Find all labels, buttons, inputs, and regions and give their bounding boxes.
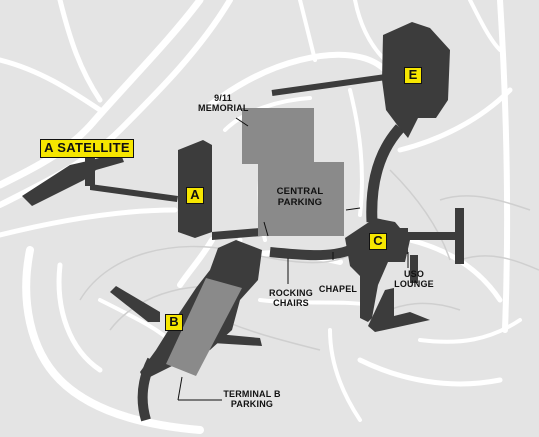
terminal-b-parking-label-line: TERMINAL B (223, 389, 281, 399)
terminal-c (269, 208, 464, 332)
uso-lounge-label-line: USO (403, 269, 425, 279)
a-satellite-badge[interactable]: A SATELLITE (40, 139, 134, 158)
road (56, 262, 103, 373)
road (397, 87, 513, 153)
terminal-b-badge[interactable]: B (165, 314, 183, 331)
memorial-label: 9/11 MEMORIAL (198, 93, 248, 113)
road (348, 88, 364, 217)
rocking-chairs-label-line: ROCKING (269, 288, 313, 298)
memorial-label-line: MEMORIAL (198, 103, 249, 113)
terminal-c-badge[interactable]: C (369, 233, 387, 250)
memorial-walkway (271, 71, 402, 96)
uso-lounge-label: USO LOUNGE (392, 269, 436, 289)
road (177, 237, 215, 288)
road (207, 51, 388, 108)
central-parking-label-line: CENTRAL (276, 186, 324, 197)
road (298, 0, 317, 62)
terminal-b-parking-block (166, 278, 242, 376)
road (357, 357, 503, 387)
road (0, 0, 204, 189)
memorial-label-line: 9/11 (214, 93, 232, 103)
memorial-parking-block (242, 108, 314, 164)
road (57, 0, 103, 103)
uso-lounge-label-line: LOUNGE (394, 279, 434, 289)
road (223, 96, 312, 132)
terminal-a-satellite (22, 152, 178, 206)
terminal-a-badge[interactable]: A (186, 187, 204, 204)
road (22, 246, 204, 434)
chapel-label: CHAPEL (318, 284, 358, 294)
terminal-b-parking-label-line: PARKING (230, 399, 274, 409)
rocking-chairs-label-line: CHAIRS (273, 298, 309, 308)
road (418, 318, 522, 344)
central-parking-block (258, 162, 344, 236)
terminal-e-badge[interactable]: E (404, 67, 422, 84)
chapel-label-line: CHAPEL (318, 284, 358, 294)
terminal-b-parking-label: TERMINAL B PARKING (222, 389, 282, 409)
road (328, 328, 362, 422)
road (497, 0, 511, 333)
central-parking-label-line: PARKING (277, 197, 323, 208)
road (0, 57, 103, 113)
terminal-e-c-connector (366, 124, 405, 223)
leader-lines (177, 117, 409, 401)
central-parking-label: CENTRAL PARKING (268, 186, 332, 208)
road (0, 207, 178, 238)
road (353, 0, 387, 62)
road (468, 0, 502, 52)
rocking-chairs-label: ROCKING CHAIRS (267, 288, 315, 308)
